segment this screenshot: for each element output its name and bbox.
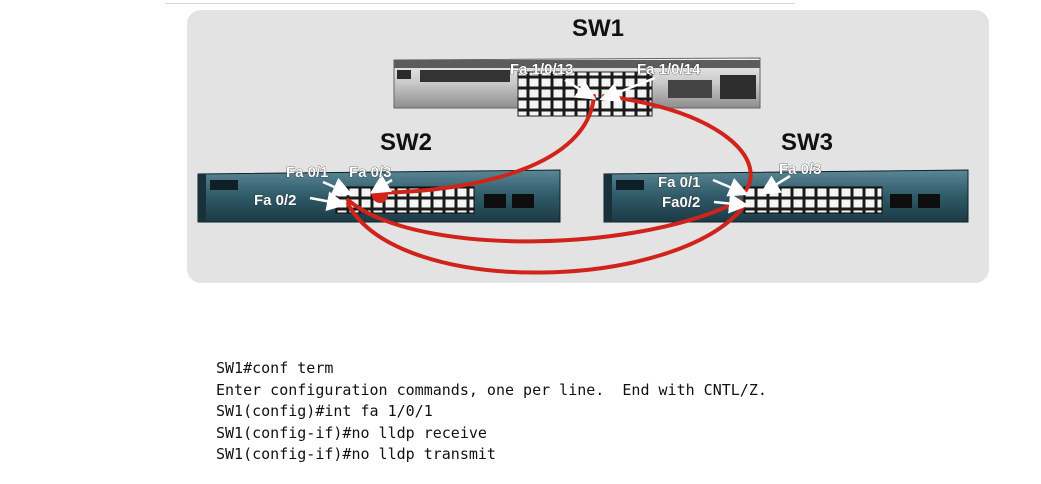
arrow-sw2-fa0-2 — [309, 191, 347, 212]
cli-line: SW1(config-if)#no lldp transmit — [216, 445, 496, 463]
cli-terminal-output: SW1#conf term Enter configuration comman… — [216, 358, 767, 466]
arrow-sw2-fa0-1 — [322, 177, 353, 197]
sw3-title: SW3 — [781, 129, 833, 156]
port-label-sw3-fa0-1: Fa 0/1 — [658, 174, 701, 191]
arrow-sw3-fa0-1 — [712, 177, 749, 197]
cables — [346, 94, 753, 275]
port-label-sw3-fa0-2: Fa0/2 — [662, 194, 700, 211]
switch-sw3 — [603, 169, 969, 223]
port-label-sw3-fa0-3: Fa 0/3 — [779, 161, 822, 178]
sw2-title: SW2 — [380, 129, 432, 156]
cli-line: Enter configuration commands, one per li… — [216, 380, 767, 399]
cli-line: SW1#conf term — [216, 359, 334, 377]
arrow-sw3-fa0-3 — [759, 174, 791, 195]
cli-line: SW1(config-if)#no lldp receive — [216, 423, 487, 442]
port-label-sw2-fa0-2: Fa 0/2 — [254, 192, 297, 209]
arrow-sw1-fa1-0-13 — [564, 78, 597, 100]
port-label-sw2-fa0-3: Fa 0/3 — [349, 164, 392, 181]
cable-sw2-sw3-b — [346, 202, 746, 275]
arrow-sw2-fa0-3 — [369, 174, 393, 194]
cable-sw1-sw2 — [370, 94, 596, 195]
arrow-sw1-fa1-0-14 — [599, 76, 656, 102]
network-diagram: SW1 SW2 SW3 Fa 1/0/13 Fa 1/0/14 Fa 0/1 F… — [197, 15, 969, 275]
port-label-sw1-fa1-0-14: Fa 1/0/14 — [637, 61, 701, 78]
cable-sw1-sw3 — [602, 94, 753, 195]
port-label-sw1-fa1-0-13: Fa 1/0/13 — [510, 61, 573, 78]
sw1-title: SW1 — [572, 15, 624, 42]
arrow-sw3-fa0-2 — [713, 193, 749, 214]
port-arrows — [309, 76, 791, 214]
port-label-sw2-fa0-1: Fa 0/1 — [286, 164, 329, 181]
cable-sw2-sw3-a — [346, 198, 742, 244]
top-divider — [165, 3, 795, 4]
cli-line: SW1(config)#int fa 1/0/1 — [216, 402, 433, 420]
switch-sw1 — [393, 57, 761, 117]
